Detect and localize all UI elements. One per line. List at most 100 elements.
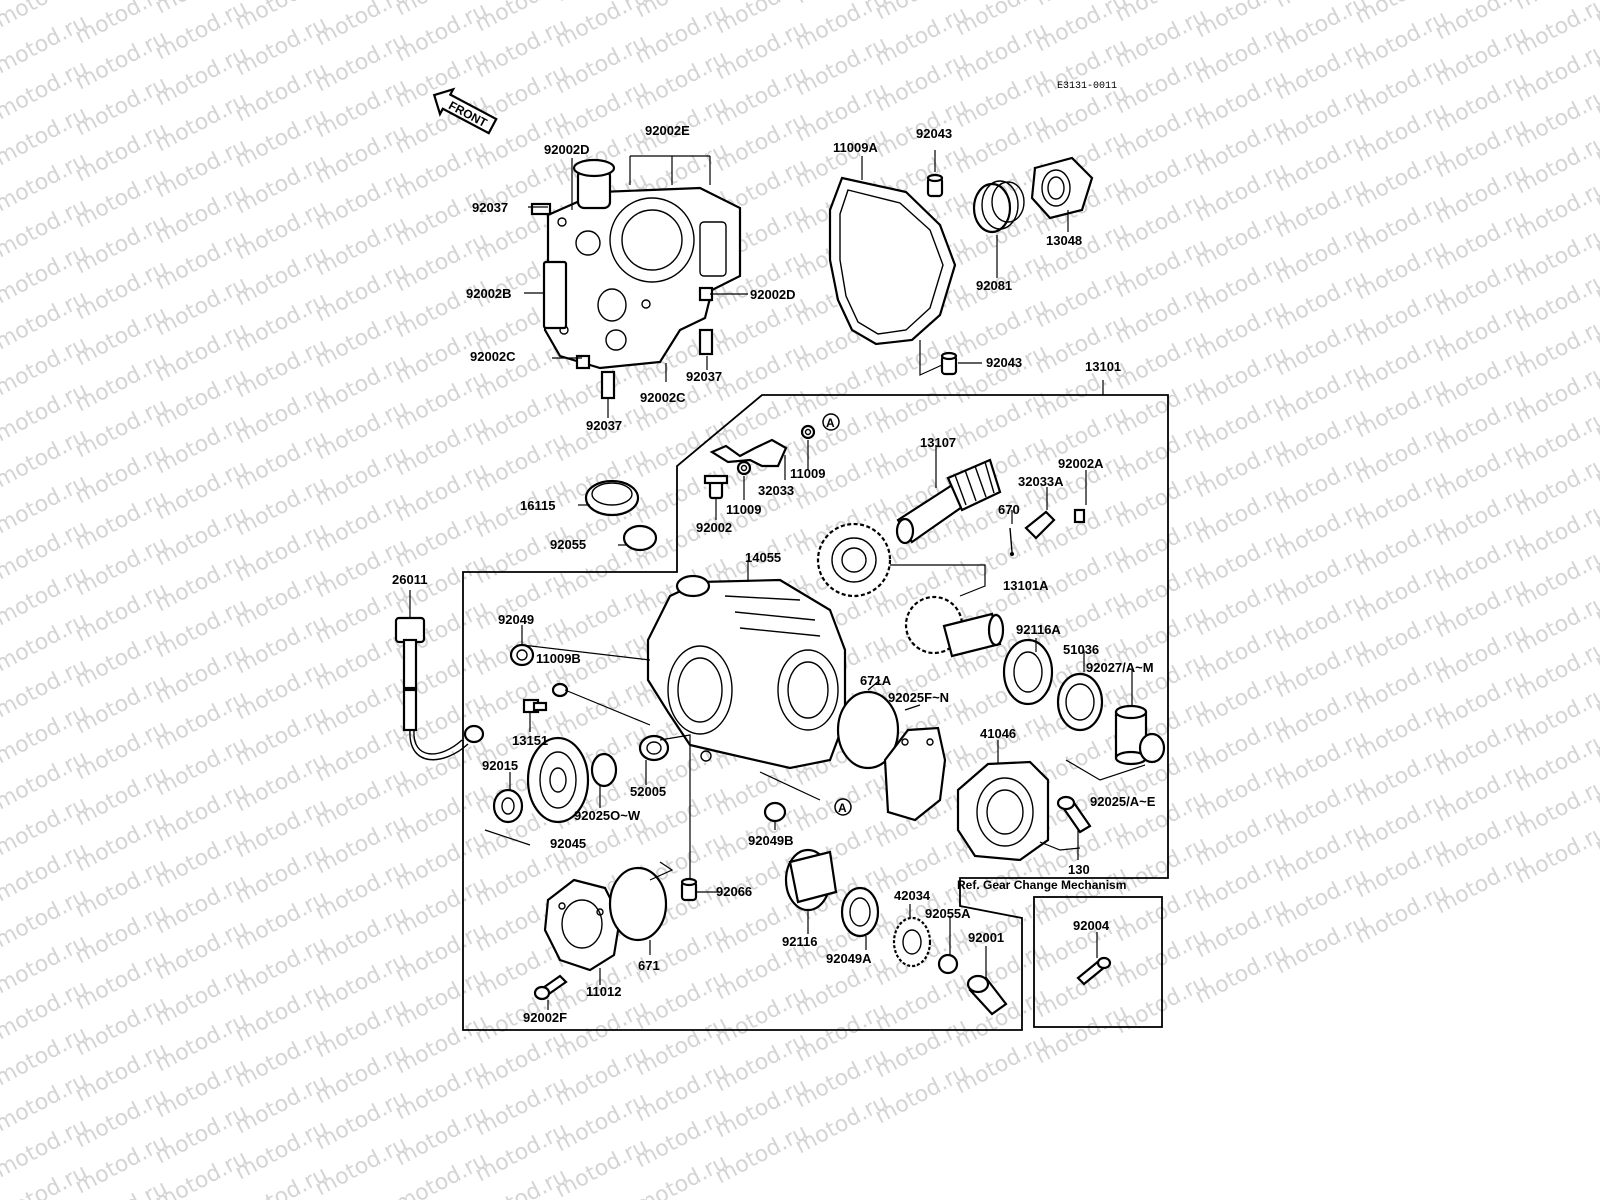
bolt-130 — [1056, 795, 1092, 834]
o-ring-92055A — [937, 953, 959, 975]
label-92045: 92045 — [550, 836, 586, 851]
washer-11009B — [551, 682, 569, 698]
hose-bracket — [703, 424, 816, 500]
label-92004: 92004 — [1073, 918, 1110, 933]
label-32033: 32033 — [758, 483, 794, 498]
label-92081: 92081 — [976, 278, 1012, 293]
label-130: 130 — [1068, 862, 1090, 877]
dowel-pin-bottom — [940, 351, 958, 376]
label-92066: 92066 — [716, 884, 752, 899]
label-13151: 13151 — [512, 733, 548, 748]
pin-92004 — [1076, 956, 1112, 986]
bearing-92116 — [784, 848, 838, 912]
label-92043-top: 92043 — [916, 126, 952, 141]
reference-note: Ref. Gear Change Mechanism — [957, 878, 1126, 892]
label-13107: 13107 — [920, 435, 956, 450]
label-92002E: 92002E — [645, 123, 690, 138]
label-13048: 13048 — [1046, 233, 1082, 248]
seal-92049A — [840, 886, 880, 938]
assembly-13101-boundary — [462, 394, 1169, 1031]
label-11009-b: 11009 — [726, 502, 761, 517]
o-ring-92055 — [622, 524, 658, 552]
label-92116: 92116 — [782, 934, 817, 949]
label-92002C-left: 92002C — [470, 349, 516, 364]
label-670: 670 — [998, 502, 1020, 517]
gear-42034 — [892, 916, 932, 968]
label-11009B: 11009B — [536, 651, 581, 666]
label-52005: 52005 — [630, 784, 666, 799]
label-32033A: 32033A — [1018, 474, 1064, 489]
nut-92015 — [492, 788, 524, 824]
label-51036: 51036 — [1063, 642, 1099, 657]
bolt-92002F — [533, 974, 568, 1001]
seal-52005 — [638, 734, 670, 762]
o-ring-671 — [608, 866, 668, 942]
gear-case-14055 — [646, 574, 847, 770]
label-671A: 671A — [860, 673, 892, 688]
marker-a-bottom-text: A — [838, 801, 847, 815]
seal-92049 — [509, 643, 535, 667]
bearing-92045 — [526, 736, 590, 824]
ring-51036 — [1056, 672, 1104, 732]
part-labels: 92002D 92002E 92037 92002B 92002D 92002C… — [392, 123, 1156, 1025]
label-92043-bottom: 92043 — [986, 355, 1022, 370]
label-92002D-top: 92002D — [544, 142, 590, 157]
housing-41046 — [956, 760, 1050, 862]
cover-92025F — [883, 726, 947, 822]
label-92037-a: 92037 — [472, 200, 508, 215]
label-13101: 13101 — [1085, 359, 1121, 374]
label-92025-A-E: 92025/A~E — [1090, 794, 1156, 809]
label-92055A: 92055A — [925, 906, 971, 921]
crankcase-cover-group — [530, 158, 742, 400]
sleeve-92027 — [1114, 704, 1148, 766]
label-92027-A-M: 92027/A~M — [1086, 660, 1154, 675]
reference-box — [1033, 896, 1163, 1028]
label-92049A: 92049A — [826, 951, 872, 966]
label-13101A: 13101A — [1003, 578, 1049, 593]
gear-13101A — [816, 522, 892, 598]
label-92002F: 92002F — [523, 1010, 567, 1025]
label-92002B: 92002B — [466, 286, 512, 301]
label-92049: 92049 — [498, 612, 534, 627]
label-92116A: 92116A — [1016, 622, 1061, 637]
bearing-holder-13048 — [1030, 156, 1094, 220]
label-92002D-right: 92002D — [750, 287, 796, 302]
label-92001: 92001 — [968, 930, 1004, 945]
shaft-13107 — [895, 458, 1002, 545]
marker-a-top: A — [822, 413, 840, 431]
o-ring-671A — [836, 690, 900, 770]
cover-11012 — [543, 878, 622, 972]
shaft-13101A — [904, 595, 1005, 658]
label-11009A: 11009A — [833, 140, 878, 155]
shim-92025O — [590, 752, 618, 788]
label-92055: 92055 — [550, 537, 586, 552]
bolt-92001 — [966, 974, 1008, 1016]
label-11009-a: 11009 — [790, 466, 825, 481]
label-14055: 14055 — [745, 550, 781, 565]
label-26011: 26011 — [392, 572, 427, 587]
gasket-11009A — [828, 176, 957, 346]
switch-13151 — [522, 698, 548, 714]
label-92002: 92002 — [696, 520, 732, 535]
lever-32033A — [1009, 508, 1086, 556]
diagram-code: E3131-0011 — [1057, 81, 1117, 92]
label-16115: 16115 — [520, 498, 555, 513]
dowel-pin-top — [926, 173, 944, 198]
watermark-text: motod.ru — [1591, 0, 1600, 31]
bearing-92116A — [1002, 638, 1054, 706]
marker-a-top-text: A — [826, 416, 835, 430]
label-671: 671 — [638, 958, 660, 973]
label-92025F-N: 92025F~N — [888, 690, 949, 705]
marker-a-bottom: A — [834, 798, 852, 816]
label-92037-c: 92037 — [586, 418, 622, 433]
label-92002C-bottom: 92002C — [640, 390, 686, 405]
label-92015: 92015 — [482, 758, 518, 773]
shim-92025A — [1138, 732, 1166, 764]
label-92002A: 92002A — [1058, 456, 1104, 471]
oil-filler-cap — [584, 479, 640, 517]
sensor-harness-26011 — [394, 616, 485, 761]
spring-92081 — [972, 180, 1025, 234]
label-11012: 11012 — [586, 984, 621, 999]
plug-92066 — [680, 877, 698, 902]
